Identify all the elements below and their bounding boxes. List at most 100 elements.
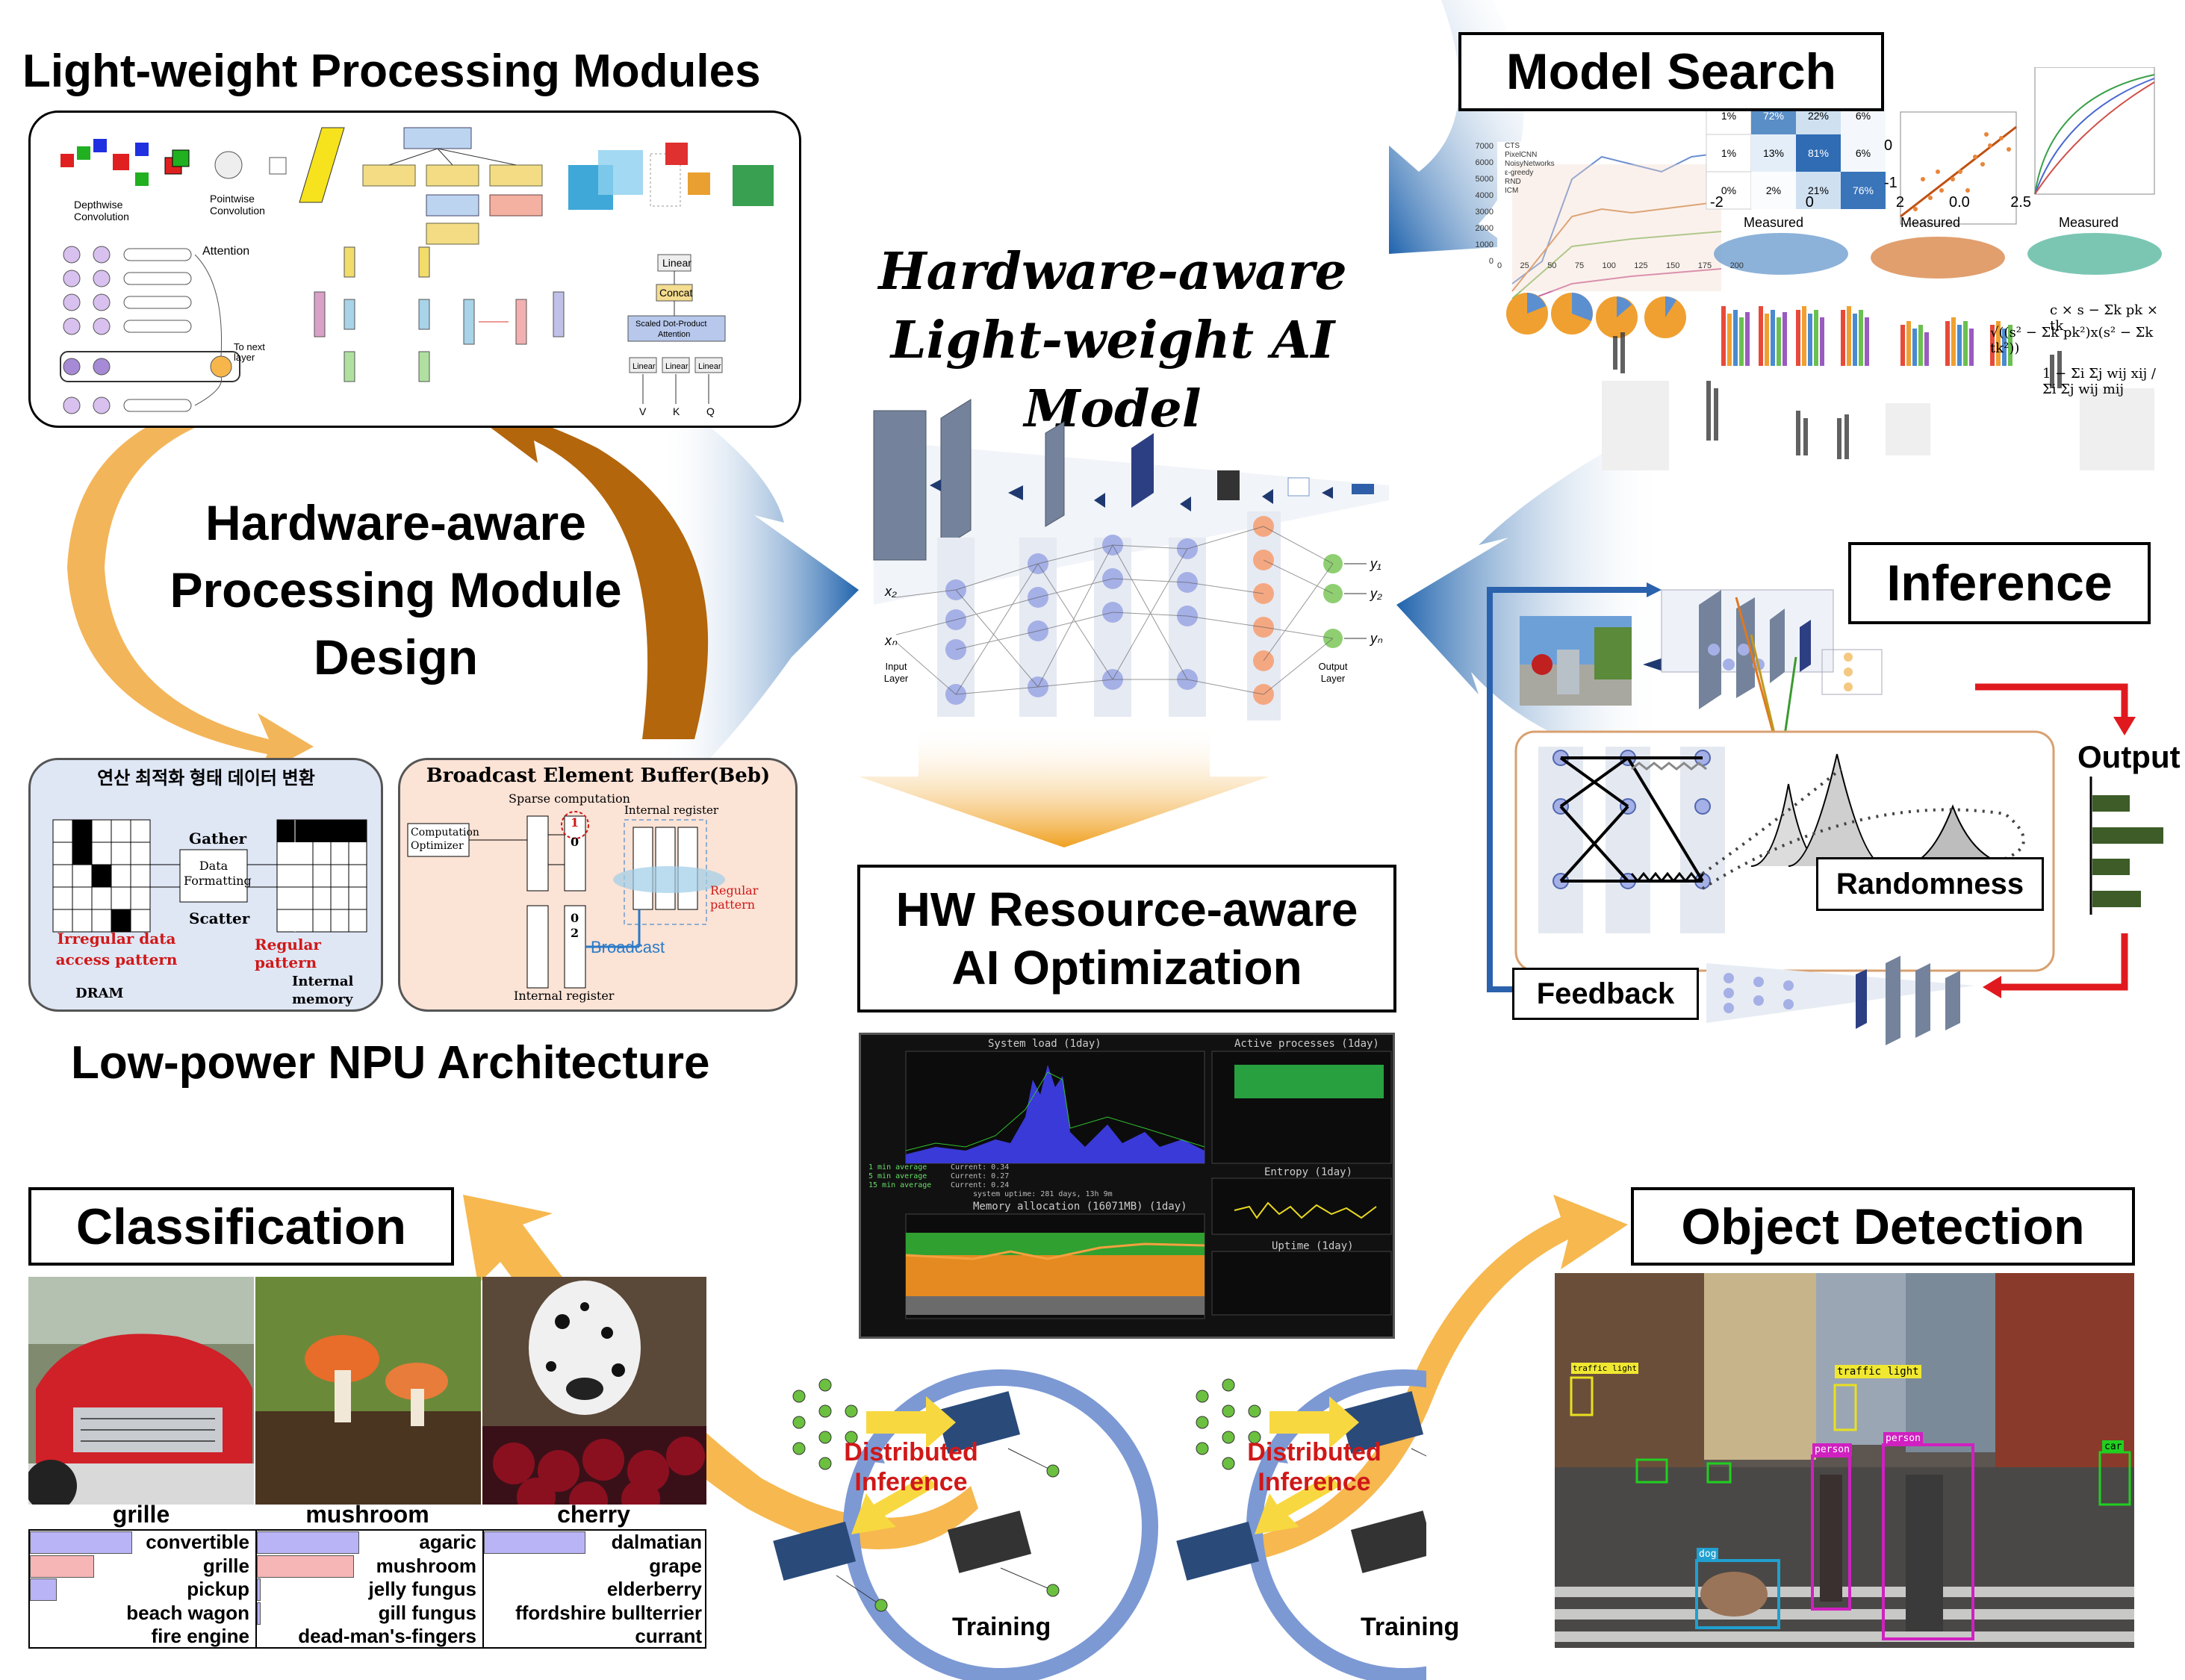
broadcast-label: Broadcast [591, 938, 665, 956]
regular-label: Regular pattern [255, 936, 321, 971]
classification-images [25, 1277, 706, 1520]
hw-opt-line2: AI Optimization [951, 941, 1302, 995]
svg-text:Attention: Attention [658, 330, 690, 339]
prediction-bar [257, 1531, 359, 1554]
prediction-bar [257, 1555, 354, 1578]
dram-label: DRAM [75, 986, 124, 1001]
monitor-charts [905, 1051, 1392, 1319]
grouped-bars [1721, 306, 2012, 366]
prediction-label: grape [649, 1554, 702, 1577]
regular-grid [276, 819, 367, 933]
prediction-bar [484, 1531, 585, 1554]
street-scene [1555, 1273, 2134, 1648]
measured-label-1: Measured [1744, 215, 1804, 230]
object-detection-title-box: Object Detection [1631, 1187, 2135, 1266]
svg-text:V: V [639, 405, 647, 417]
svg-text:Scaled Dot-Product: Scaled Dot-Product [635, 320, 706, 329]
computation-optimizer-label: Computation Optimizer [411, 827, 479, 852]
det-traffic-light-1: traffic light [1835, 1365, 1921, 1378]
prediction-label: agaric [419, 1531, 476, 1553]
prediction-row: agaric [257, 1531, 481, 1554]
irregular-label: Irregular data access pattern [55, 930, 178, 968]
hw-design-title: Hardware-aware Processing Module Design [105, 489, 687, 691]
model-search-title: Model Search [1505, 43, 1837, 100]
prediction-bar [257, 1602, 261, 1625]
brown-cycle-arrow [478, 388, 709, 739]
prediction-label: elderberry [606, 1578, 702, 1600]
det-car: car [2102, 1440, 2125, 1453]
svg-text:Concat: Concat [659, 287, 692, 299]
orange-cycle-arrow [67, 388, 314, 777]
channel-feature-stacks [314, 246, 565, 382]
svg-text:Linear: Linear [632, 362, 656, 371]
y2-label: y₂ [1370, 586, 1382, 601]
left-blue-arrow [657, 388, 859, 806]
attention-rows [60, 246, 240, 414]
monitoring-dashboard: System load (1day) Active processes (1da… [859, 1033, 1395, 1339]
training-label-left: Training [952, 1613, 1051, 1641]
pointwise-label: Pointwise [210, 193, 255, 205]
formula-weighted: 1 − Σi Σj wij xij / Σi Σj wij mij [2042, 366, 2156, 397]
prediction-row: elderberry [484, 1578, 706, 1601]
regular-pattern-label: Regular pattern [710, 883, 759, 912]
classification-labels: grille mushroom cherry [28, 1501, 706, 1528]
prediction-row: pickup [30, 1578, 254, 1601]
uptime-title: Uptime (1day) [1272, 1240, 1354, 1252]
prediction-label: ffordshire bullterrier [515, 1601, 702, 1624]
orange-down-arrow [859, 724, 1269, 847]
prediction-row: beach wagon [30, 1602, 254, 1625]
object-detection-photo: traffic light traffic light person perso… [1555, 1273, 2134, 1648]
prediction-row: convertible [30, 1531, 254, 1554]
classification-title-box: Classification [28, 1187, 454, 1266]
det-traffic-light-2: traffic light [1571, 1363, 1639, 1374]
orange-arc-to-detection [1247, 1195, 1628, 1561]
prediction-row: mushroom [257, 1555, 481, 1578]
hw-opt-line1: HW Resource-aware [895, 883, 1358, 936]
xn-label: xₙ [885, 633, 898, 648]
hw-model-title: Hardware-aware Light-weight AI Model [829, 237, 1396, 444]
prediction-row: fire engine [30, 1625, 254, 1648]
class-label-cherry: cherry [557, 1501, 630, 1528]
prediction-row: jelly fungus [257, 1578, 481, 1601]
prediction-bar [257, 1578, 261, 1601]
class-label-mushroom: mushroom [305, 1501, 429, 1528]
entropy-title: Entropy (1day) [1264, 1166, 1353, 1178]
inference-diagram [1487, 582, 2163, 1045]
feedback-label: Feedback [1536, 977, 1675, 1010]
output-bar-3 [2092, 859, 2130, 875]
hw-model-title-line1: Hardware-aware [878, 242, 1347, 302]
lw-modules-panel: Depthwise Convolution Pointwise Convolut… [28, 111, 801, 428]
measured-label-3: Measured [2059, 215, 2119, 230]
hw-design-line2: Processing Module [170, 562, 622, 617]
prediction-row: gill fungus [257, 1602, 481, 1625]
det-dog: dog [1697, 1548, 1719, 1561]
scatter-label: Scatter [189, 909, 250, 927]
svg-text:K: K [673, 405, 680, 417]
npu-broadcast-panel: Broadcast Element Buffer(Beb) Sparse com… [398, 758, 798, 1012]
system-uptime: system uptime: 281 days, 13h 9m [973, 1190, 1113, 1198]
lw-modules-title: Light-weight Processing Modules [22, 46, 761, 97]
prediction-row: dead-man's-fingers [257, 1625, 481, 1648]
hw-optimization-box: HW Resource-aware AI Optimization [857, 865, 1396, 1012]
memory-title: Memory allocation (16071MB) (1day) [973, 1201, 1187, 1213]
y1-label: y₁ [1370, 556, 1381, 571]
npu-left-figure [52, 819, 367, 933]
prediction-label: gill fungus [378, 1601, 476, 1624]
model-search-title-box: Model Search [1458, 32, 1884, 111]
svg-text:Linear: Linear [698, 362, 721, 371]
scatter-points [1913, 132, 2011, 211]
feedback-box: Feedback [1512, 968, 1699, 1020]
attention-label: Attention [202, 245, 249, 258]
classification-title: Classification [75, 1198, 407, 1255]
det-person-1: person [1812, 1443, 1852, 1456]
